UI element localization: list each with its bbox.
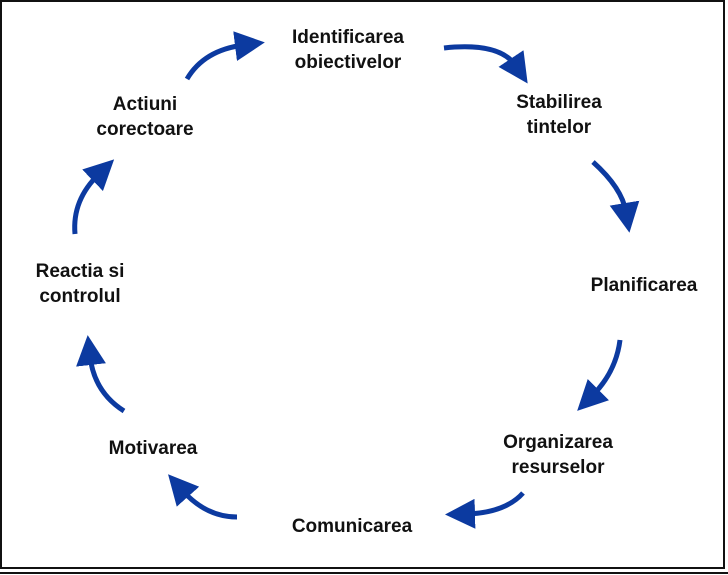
step-identificarea-line2: obiectivelor (294, 52, 402, 73)
step-actiuni: Actiuni corectoare (96, 92, 193, 142)
step-planificarea-line1: Planificarea (590, 275, 698, 296)
step-reactia-line1: Reactia si (35, 261, 125, 282)
arrow-stabilirea-to-planificarea (591, 160, 640, 233)
bottom-divider (0, 572, 728, 574)
arrow-organizarea-to-comunicarea (445, 491, 525, 529)
step-identificarea: Identificarea obiectivelor (292, 25, 404, 75)
step-actiuni-line1: Actiuni (112, 94, 178, 115)
step-reactia-line2: controlul (39, 286, 121, 307)
step-organizarea: Organizarea resurselor (503, 430, 613, 480)
step-identificarea-line1: Identificarea (292, 27, 404, 48)
step-planificarea: Planificarea (591, 273, 698, 298)
step-comunicarea: Comunicarea (292, 514, 412, 539)
step-stabilirea: Stabilirea tintelor (516, 90, 602, 140)
step-stabilirea-line1: Stabilirea (516, 92, 602, 113)
step-reactia: Reactia si controlul (36, 259, 125, 309)
step-stabilirea-line2: tintelor (526, 117, 592, 138)
arrow-reactia-to-actiuni (72, 159, 115, 235)
arrow-actiuni-to-identificarea (184, 31, 265, 81)
arrow-planificarea-to-organizarea (577, 339, 623, 411)
step-comunicarea-line1: Comunicarea (291, 516, 413, 537)
step-organizarea-line1: Organizarea (503, 432, 613, 453)
arrow-motivarea-to-reactia (76, 335, 126, 414)
step-actiuni-line2: corectoare (96, 119, 194, 140)
arrow-identificarea-to-stabilirea (443, 44, 528, 84)
step-motivarea: Motivarea (109, 436, 198, 461)
step-organizarea-line2: resurselor (511, 457, 605, 478)
arrow-comunicarea-to-motivarea (168, 474, 238, 520)
step-motivarea-line1: Motivarea (108, 438, 198, 459)
